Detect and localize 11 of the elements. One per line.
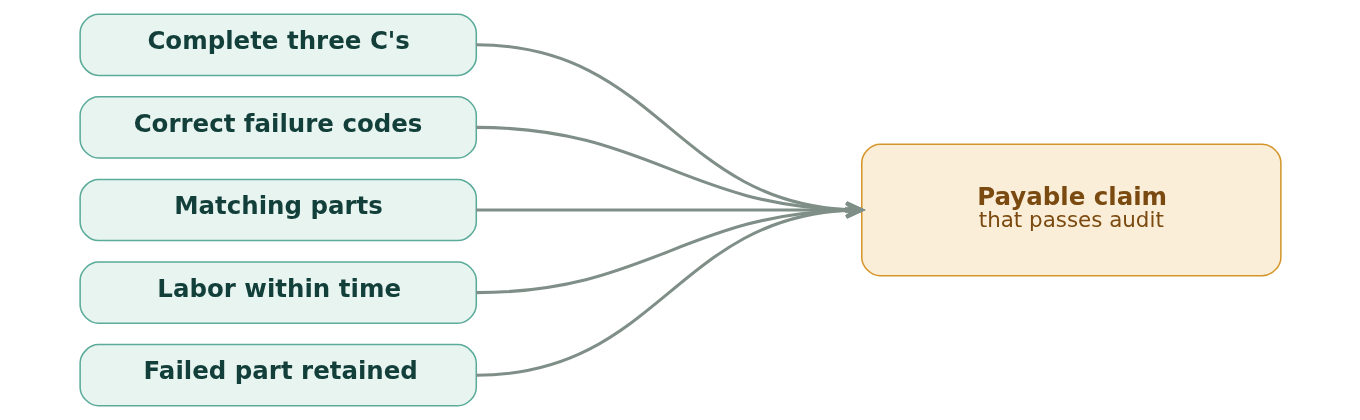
node-box: Failed part retained: [78, 343, 477, 407]
node-box: Labor within time: [78, 261, 477, 324]
arrow: [475, 201, 863, 377]
arrow: [475, 201, 863, 295]
arrow: [475, 201, 863, 219]
node-box: Correct failure codes: [78, 96, 477, 159]
arrow: [475, 43, 863, 219]
node-box: Payable claim that passes audit: [860, 143, 1282, 277]
node-box: Complete three C's: [78, 13, 477, 77]
arrow: [475, 125, 863, 219]
node-box: Matching parts: [78, 178, 477, 242]
